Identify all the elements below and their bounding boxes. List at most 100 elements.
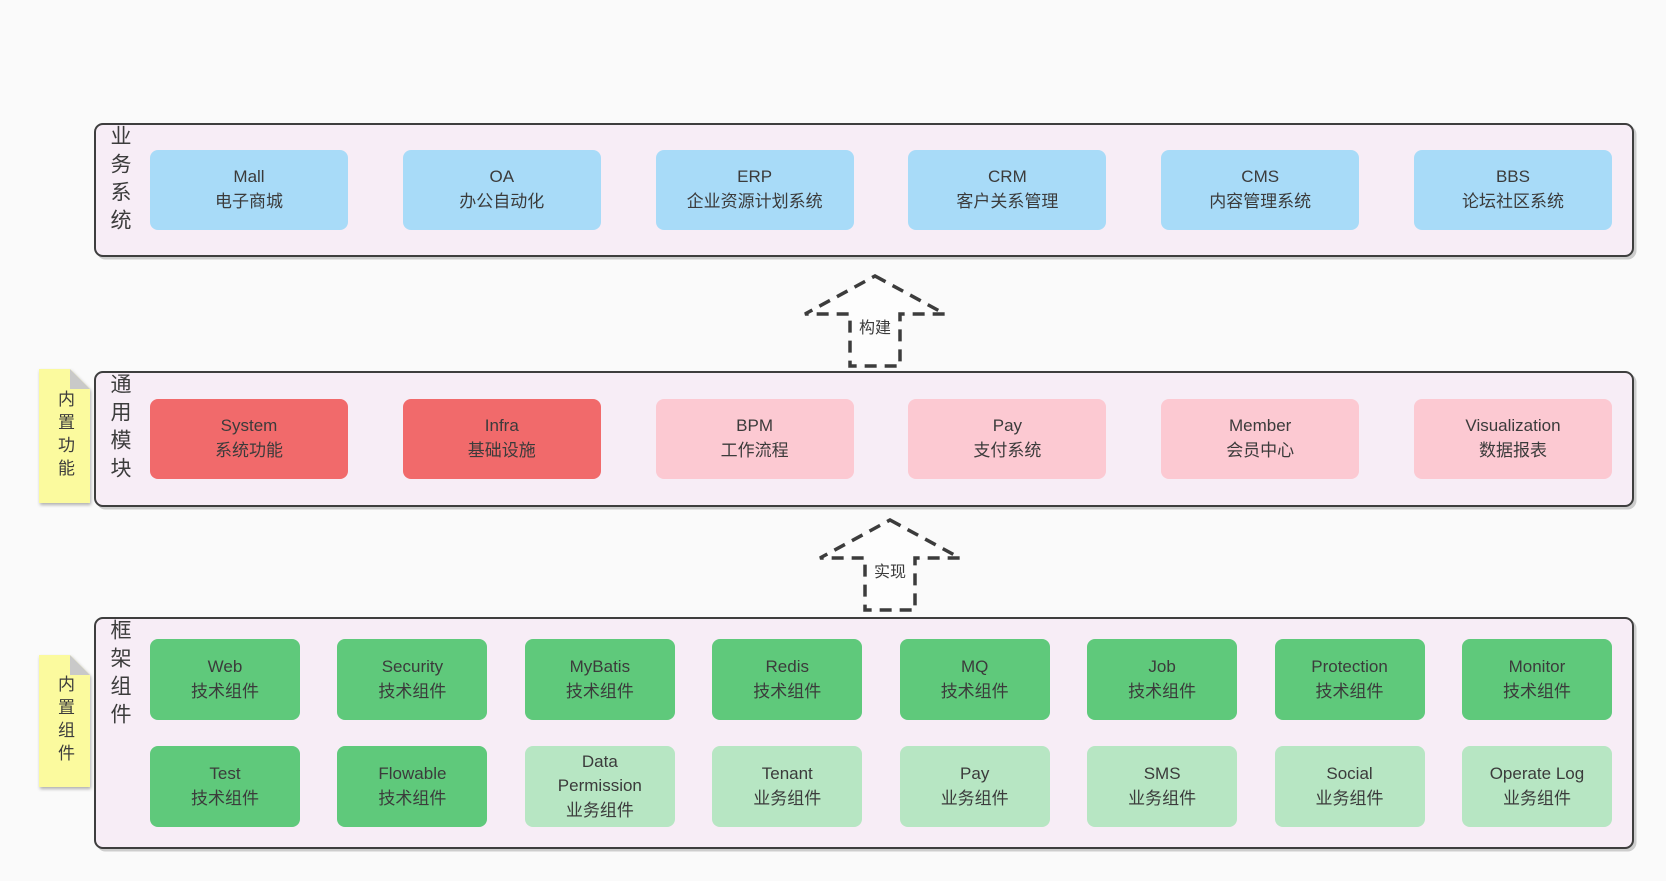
box-subtitle: 技术组件 (191, 788, 259, 808)
box-title: Web (207, 656, 243, 676)
box-title: Pay (992, 416, 1023, 436)
box-redis: Redis 技术组件 (712, 639, 863, 720)
sticky-note-built-in-features: 内置功能 (39, 369, 90, 503)
box-subtitle: 数据报表 (1478, 441, 1547, 460)
box-mall: Mall 电子商城 (150, 150, 348, 230)
box-title: Security (381, 656, 444, 676)
box-title: Tenant (761, 763, 813, 783)
box-pay: Pay 支付系统 (908, 399, 1107, 479)
layer-framework-components: 框架组件 Web 技术组件 Security 技术组件 MyBatis 技术组件… (94, 617, 1634, 849)
sticky-note-paper: 内置组件 (39, 655, 90, 787)
box-subtitle: 技术组件 (565, 681, 634, 701)
box-title: Social (1326, 763, 1373, 783)
box-title: Operate Log (1489, 763, 1585, 783)
box-job: Job 技术组件 (1087, 639, 1238, 720)
box-subtitle: 电子商城 (215, 192, 283, 211)
arrow-label-build: 构建 (855, 314, 895, 338)
framework-components-rows: Web 技术组件 Security 技术组件 MyBatis 技术组件 Redi… (150, 639, 1612, 827)
sticky-note-paper: 内置功能 (39, 369, 90, 503)
box-flowable: Flowable 技术组件 (337, 746, 488, 827)
box-title: SMS (1143, 763, 1181, 783)
box-title: Flowable (378, 763, 447, 783)
implement-arrow: 实现 (815, 517, 965, 613)
layer-label-common-modules: 通用模块 (108, 373, 131, 485)
box-subtitle: 技术组件 (378, 788, 447, 808)
box-title: Redis (765, 656, 809, 676)
box-subtitle: 业务组件 (940, 788, 1009, 808)
framework-box-row-2: Test 技术组件 Flowable 技术组件 Data Permission … (150, 746, 1612, 827)
box-visualization: Visualization 数据报表 (1413, 399, 1612, 479)
box-subtitle: 技术组件 (1315, 681, 1384, 701)
box-member: Member 会员中心 (1161, 399, 1360, 479)
box-title: MyBatis (569, 656, 631, 676)
box-protection: Protection 技术组件 (1274, 639, 1425, 720)
box-subtitle: 技术组件 (378, 681, 447, 701)
box-test: Test 技术组件 (150, 746, 300, 827)
box-title: Test (209, 763, 241, 783)
box-title: System (220, 416, 278, 436)
box-monitor: Monitor 技术组件 (1461, 639, 1612, 720)
box-title: Member (1229, 416, 1292, 436)
box-title: Pay (960, 763, 990, 783)
box-title: ERP (737, 167, 773, 187)
box-sms: SMS 业务组件 (1087, 746, 1238, 827)
box-operate-log: Operate Log 业务组件 (1461, 746, 1612, 827)
box-title: Visualization (1465, 416, 1561, 436)
box-infra: Infra 基础设施 (402, 399, 601, 479)
box-tenant: Tenant 业务组件 (712, 746, 863, 827)
box-mq: MQ 技术组件 (899, 639, 1050, 720)
box-system: System 系统功能 (150, 399, 348, 479)
box-erp: ERP 企业资源计划系统 (655, 150, 854, 230)
layer-label-business-systems: 业务系统 (108, 125, 131, 237)
box-bbs: BBS 论坛社区系统 (1413, 150, 1612, 230)
build-arrow: 构建 (800, 273, 950, 369)
box-title: OA (489, 167, 515, 187)
box-subtitle: 客户关系管理 (956, 192, 1059, 211)
sticky-note-text: 内置功能 (55, 390, 74, 482)
box-pay-biz: Pay 业务组件 (899, 746, 1050, 827)
box-title: Infra (484, 416, 519, 436)
box-subtitle: 技术组件 (753, 681, 822, 701)
box-subtitle: 技术组件 (1128, 681, 1197, 701)
box-subtitle: 支付系统 (973, 441, 1042, 460)
box-oa: OA 办公自动化 (402, 150, 601, 230)
box-subtitle: 工作流程 (720, 441, 789, 460)
box-title: Job (1148, 656, 1176, 676)
box-title: MQ (960, 656, 989, 676)
box-subtitle: 技术组件 (1502, 681, 1571, 701)
box-title: BPM (736, 416, 774, 436)
box-security: Security 技术组件 (337, 639, 488, 720)
box-mybatis: MyBatis 技术组件 (524, 639, 675, 720)
box-cms: CMS 内容管理系统 (1161, 150, 1360, 230)
box-title: Protection (1311, 656, 1388, 676)
box-subtitle: 业务组件 (565, 800, 634, 820)
box-subtitle: 业务组件 (1502, 788, 1571, 808)
box-crm: CRM 客户关系管理 (908, 150, 1107, 230)
box-subtitle: 论坛社区系统 (1461, 192, 1564, 211)
sticky-note-built-in-components: 内置组件 (39, 655, 90, 787)
layer-label-framework-components: 框架组件 (108, 619, 131, 731)
box-title: CMS (1241, 167, 1280, 187)
box-subtitle: 企业资源计划系统 (686, 192, 823, 211)
common-modules-box-row: System 系统功能 Infra 基础设施 BPM 工作流程 Pay 支付系统… (150, 373, 1612, 505)
framework-box-row-1: Web 技术组件 Security 技术组件 MyBatis 技术组件 Redi… (150, 639, 1612, 720)
box-social: Social 业务组件 (1274, 746, 1425, 827)
box-title: BBS (1495, 167, 1530, 187)
box-subtitle: 内容管理系统 (1209, 192, 1312, 211)
box-bpm: BPM 工作流程 (655, 399, 854, 479)
box-subtitle: 办公自动化 (459, 192, 545, 211)
business-systems-box-row: Mall 电子商城 OA 办公自动化 ERP 企业资源计划系统 CRM 客户关系… (150, 125, 1612, 255)
box-subtitle: 技术组件 (940, 681, 1009, 701)
box-subtitle: 业务组件 (1128, 788, 1197, 808)
box-title: Monitor (1508, 656, 1566, 676)
box-title: Data Permission (557, 751, 642, 796)
layer-common-modules: 通用模块 System 系统功能 Infra 基础设施 BPM 工作流程 Pay… (94, 371, 1634, 507)
box-subtitle: 业务组件 (1315, 788, 1384, 808)
sticky-note-text: 内置组件 (55, 675, 74, 767)
layer-business-systems: 业务系统 Mall 电子商城 OA 办公自动化 ERP 企业资源计划系统 CRM… (94, 123, 1634, 257)
box-subtitle: 会员中心 (1226, 441, 1295, 460)
box-title: CRM (988, 167, 1027, 187)
box-subtitle: 基础设施 (467, 441, 536, 460)
box-data-permission: Data Permission 业务组件 (524, 746, 675, 827)
